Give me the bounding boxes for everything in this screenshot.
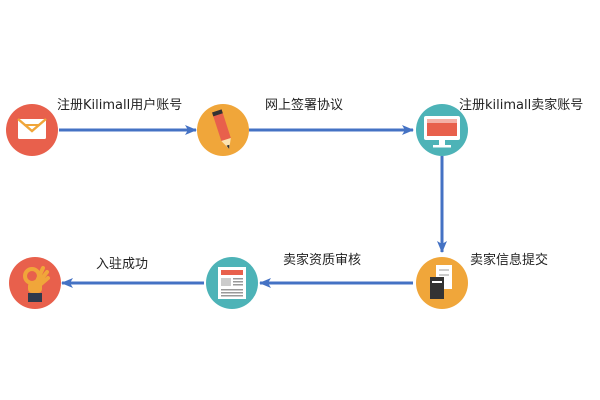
pencil-icon [212, 109, 231, 150]
step-node [197, 104, 249, 156]
envelope-icon [17, 118, 47, 139]
step-node [416, 257, 468, 309]
step-label: 入驻成功 [96, 257, 148, 272]
step-label: 注册Kilimall用户账号 [57, 97, 182, 113]
step-node [9, 257, 61, 309]
step-node [6, 104, 58, 156]
step-label: 卖家信息提交 [470, 252, 548, 268]
ok-hand-icon [23, 266, 50, 302]
step-node [416, 104, 468, 156]
step-label: 注册kilimall卖家账号 [459, 97, 583, 113]
step-node [206, 257, 258, 309]
step-label: 网上签署协议 [265, 97, 343, 113]
newspaper-icon [218, 267, 246, 299]
monitor-icon [424, 116, 460, 148]
document-icon [430, 265, 452, 299]
step-label: 卖家资质审核 [283, 252, 361, 268]
